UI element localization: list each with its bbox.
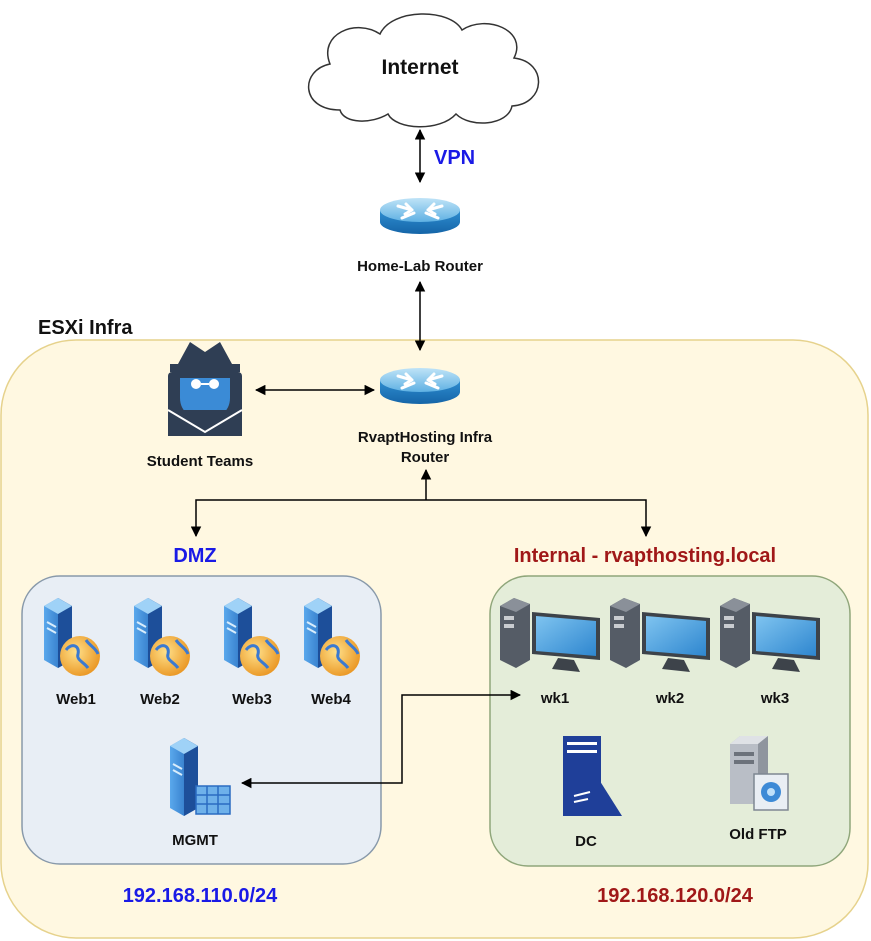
home-lab-router: Home-Lab Router xyxy=(357,196,483,275)
ftp-label: Old FTP xyxy=(729,826,787,843)
esxi-infra-label: ESXi Infra xyxy=(38,317,133,339)
mgmt-server: MGMT xyxy=(170,738,231,849)
mgmt-wk1-connector xyxy=(240,689,522,789)
home-lab-router-label: Home-Lab Router xyxy=(357,258,483,275)
infra-router-label-line2: Router xyxy=(401,449,449,466)
internet-cloud: Internet xyxy=(307,13,540,128)
dmz-title: DMZ xyxy=(173,545,216,567)
workstation-label: wk1 xyxy=(540,690,569,707)
dmz-subnet: 192.168.110.0/24 xyxy=(123,885,278,907)
student-teams: Student Teams xyxy=(147,342,253,470)
web-server-label: Web4 xyxy=(311,691,351,708)
infra-router-label-line1: RvaptHosting Infra xyxy=(358,429,493,446)
internal-workstations: wk1 wk2 wk3 xyxy=(500,598,820,707)
database-server-icon xyxy=(170,738,231,816)
ftp-server-icon xyxy=(730,736,789,811)
mgmt-label: MGMT xyxy=(172,832,218,849)
web-server-label: Web2 xyxy=(140,691,180,708)
old-ftp-server: Old FTP xyxy=(729,736,789,843)
dmz-internal-branch-connector xyxy=(190,499,652,538)
dc-label: DC xyxy=(575,833,597,850)
domain-controller-icon xyxy=(563,736,622,816)
workstation-1: wk1 xyxy=(500,598,600,707)
workstation-label: wk2 xyxy=(655,690,684,707)
workstation-label: wk3 xyxy=(760,690,789,707)
internet-label: Internet xyxy=(381,56,458,79)
student-teams-label: Student Teams xyxy=(147,453,253,470)
router-icon xyxy=(378,366,462,406)
infra-router: RvaptHosting Infra Router xyxy=(358,366,493,466)
web-server-4: Web4 xyxy=(302,596,362,708)
web-server-label: Web3 xyxy=(232,691,272,708)
dmz-web-servers: Web1 Web2 Web3 Web4 xyxy=(42,596,362,708)
vpn-label: VPN xyxy=(434,147,475,169)
internal-title: Internal - rvapthosting.local xyxy=(514,545,776,567)
web-server-label: Web1 xyxy=(56,691,96,708)
hacker-icon xyxy=(167,342,243,436)
web-server-3: Web3 xyxy=(222,596,282,708)
domain-controller: DC xyxy=(563,736,622,850)
web-server-1: Web1 xyxy=(42,596,102,708)
workstation-2: wk2 xyxy=(610,598,710,707)
internal-subnet: 192.168.120.0/24 xyxy=(597,885,754,907)
web-server-2: Web2 xyxy=(132,596,192,708)
router-icon xyxy=(378,196,462,236)
workstation-3: wk3 xyxy=(720,598,820,707)
